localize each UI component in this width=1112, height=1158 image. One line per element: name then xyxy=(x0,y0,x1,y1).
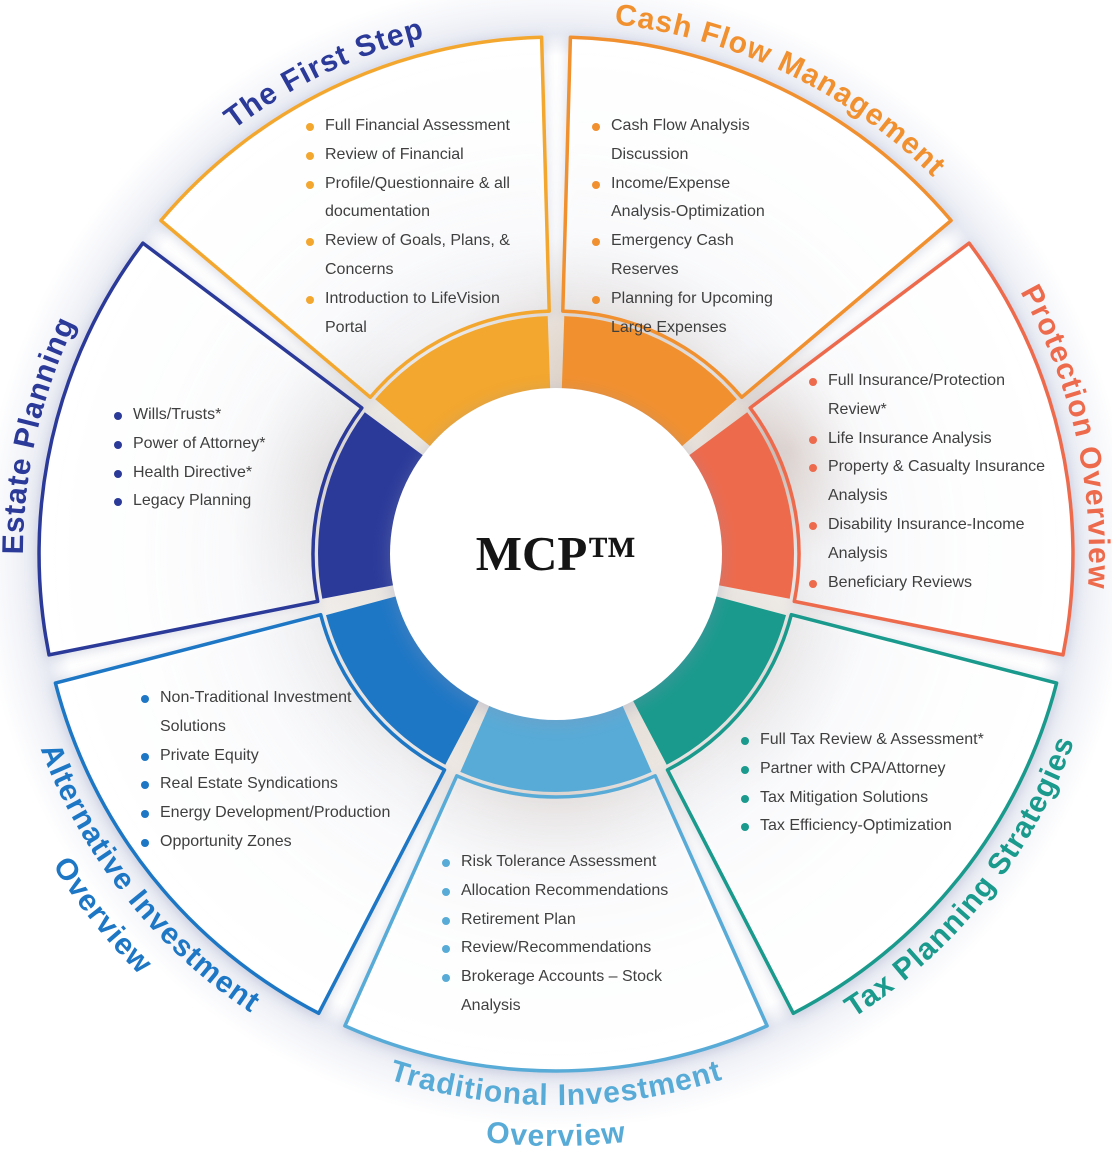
list-item: Tax Mitigation Solutions xyxy=(741,784,993,813)
ring-alternative-investment-overview xyxy=(326,596,480,765)
list-item: Brokerage Accounts – Stock Analysis xyxy=(442,963,690,1021)
list-item: Life Insurance Analysis xyxy=(809,425,1047,454)
list-alternative-investment-overview: Non-Traditional Investment Solutions Pri… xyxy=(141,684,409,857)
ring-traditional-investment-overview xyxy=(460,705,652,792)
list-item: Property & Casualty Insurance Analysis xyxy=(809,453,1047,511)
list-item: Health Directive* xyxy=(114,459,290,488)
list-tax-planning-strategies: Full Tax Review & Assessment* Partner wi… xyxy=(741,726,993,841)
list-protection-overview: Full Insurance/Protection Review* Life I… xyxy=(809,367,1047,597)
ring-the-first-step xyxy=(375,316,551,447)
list-item: Tax Efficiency-Optimization xyxy=(741,812,993,841)
wedge-alternative-investment-overview xyxy=(53,612,447,1016)
wedge-the-first-step xyxy=(159,35,551,400)
list-item: Review of Goals, Plans, & Concerns xyxy=(306,227,512,285)
wedge-tax-planning-strategies xyxy=(665,612,1059,1016)
list-item: Partner with CPA/Attorney xyxy=(741,755,993,784)
list-item: Wills/Trusts* xyxy=(114,401,290,430)
list-item: Full Insurance/Protection Review* xyxy=(809,367,1047,425)
list-item: Legacy Planning xyxy=(114,487,290,516)
list-item: Introduction to LifeVision Portal xyxy=(306,285,512,343)
list-item: Full Tax Review & Assessment* xyxy=(741,726,993,755)
list-item: Disability Insurance-Income Analysis xyxy=(809,511,1047,569)
list-item: Private Equity xyxy=(141,742,409,771)
center-circle xyxy=(390,388,722,720)
list-item: Power of Attorney* xyxy=(114,430,290,459)
list-item: Emergency Cash Reserves xyxy=(592,227,798,285)
inner-ring xyxy=(318,316,794,792)
wedge-protection-overview xyxy=(748,241,1075,657)
list-estate-planning: Wills/Trusts* Power of Attorney* Health … xyxy=(114,401,290,516)
list-item: Real Estate Syndications xyxy=(141,770,409,799)
center-label: MCP™ xyxy=(476,526,637,581)
ring-protection-overview xyxy=(688,412,794,599)
ring-tax-planning-strategies xyxy=(632,596,786,765)
ring-cash-flow-management xyxy=(561,316,737,447)
list-item: Risk Tolerance Assessment xyxy=(442,848,690,877)
list-item: Review/Recommendations xyxy=(442,934,690,963)
list-item: Planning for Upcoming Large Expenses xyxy=(592,285,798,343)
list-item: Review of Financial xyxy=(306,141,512,170)
list-the-first-step: Full Financial Assessment Review of Fina… xyxy=(306,112,512,342)
list-item: Opportunity Zones xyxy=(141,828,409,857)
list-item: Allocation Recommendations xyxy=(442,877,690,906)
list-item: Cash Flow Analysis Discussion xyxy=(592,112,798,170)
wedge-cash-flow-management xyxy=(561,35,953,400)
list-item: Retirement Plan xyxy=(442,906,690,935)
list-traditional-investment-overview: Risk Tolerance Assessment Allocation Rec… xyxy=(442,848,690,1021)
list-item: Income/Expense Analysis-Optimization xyxy=(592,170,798,228)
list-item: Profile/Questionnaire & all documentatio… xyxy=(306,170,512,228)
list-cash-flow-management: Cash Flow Analysis Discussion Income/Exp… xyxy=(592,112,798,342)
list-item: Beneficiary Reviews xyxy=(809,569,1047,598)
ring-estate-planning xyxy=(318,412,424,599)
list-item: Full Financial Assessment xyxy=(306,112,512,141)
title-traditional-investment-line2: Overview xyxy=(485,1116,628,1153)
list-item: Energy Development/Production xyxy=(141,799,409,828)
wedge-estate-planning xyxy=(37,241,364,657)
list-item: Non-Traditional Investment Solutions xyxy=(141,684,409,742)
wedge-traditional-investment-overview xyxy=(343,774,769,1073)
